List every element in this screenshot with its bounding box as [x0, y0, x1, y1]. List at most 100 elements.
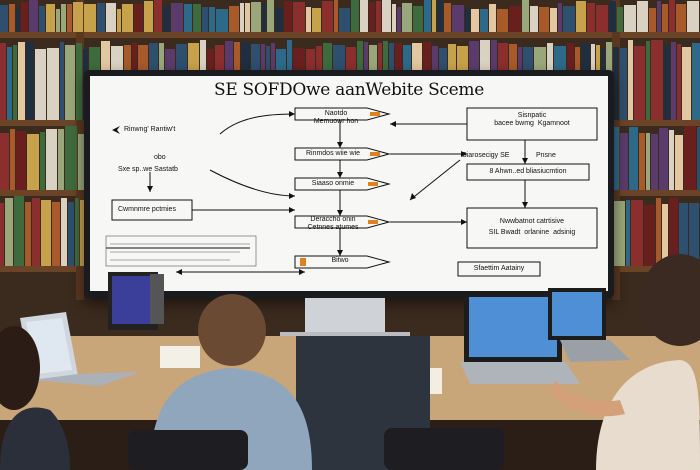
- book-spine: [659, 128, 668, 190]
- book-spine: [651, 40, 663, 120]
- book-spine: [67, 4, 72, 32]
- book-spine: [26, 42, 34, 120]
- book-spine: [0, 43, 6, 120]
- book-spine: [18, 42, 25, 120]
- book-spine: [424, 0, 431, 32]
- book-spine: [382, 0, 391, 32]
- book-spine: [620, 133, 628, 190]
- book-spine: [275, 8, 283, 32]
- book-spine: [47, 48, 59, 120]
- right-box-1: Sisnpatic bacee bwmg Kgamnoot: [494, 112, 570, 127]
- book-spine: [692, 43, 700, 120]
- book-spine: [0, 203, 4, 266]
- book-spine: [25, 202, 31, 266]
- book-spine: [97, 3, 105, 32]
- book-spine: [306, 7, 311, 32]
- book-spine: [284, 1, 292, 32]
- book-spine: [16, 8, 20, 32]
- screen-title: SE SOFDOwe aanWebite Sceme: [213, 80, 484, 100]
- book-spine: [675, 135, 683, 190]
- book-spine: [122, 4, 133, 32]
- book-spine: [679, 203, 688, 266]
- book-spine: [245, 3, 250, 32]
- book-spine: [452, 5, 464, 32]
- book-spine: [432, 0, 436, 32]
- book-spine: [626, 200, 630, 266]
- flow-diagram: [105, 107, 598, 277]
- book-spine: [46, 4, 55, 32]
- book-spine: [662, 4, 668, 32]
- book-spine: [628, 40, 633, 120]
- node-3: Siaaso onmie: [311, 180, 355, 187]
- book-spine: [52, 202, 60, 266]
- book-spine: [10, 129, 15, 190]
- book-spine: [646, 41, 650, 120]
- book-spine: [497, 9, 508, 32]
- book-spine: [68, 202, 74, 266]
- book-spine: [620, 48, 627, 120]
- book-spine: [65, 45, 75, 120]
- book-spine: [193, 4, 201, 32]
- book-spine: [634, 46, 645, 120]
- book-spine: [687, 1, 699, 32]
- book-spine: [576, 1, 586, 32]
- book-spine: [251, 2, 261, 32]
- book-spine: [509, 6, 521, 32]
- book-spine: [106, 3, 116, 32]
- book-spine: [471, 9, 479, 32]
- book-spine: [154, 0, 162, 32]
- book-spine: [437, 0, 443, 32]
- right-box-2: 8 Ahwn..ed bliasiucmtion: [489, 168, 567, 175]
- book-spine: [32, 198, 40, 266]
- node-5: Bitwo: [331, 257, 349, 264]
- book-spine: [75, 198, 79, 266]
- book-spine: [587, 3, 595, 32]
- book-spine: [61, 4, 66, 32]
- book-spine: [697, 127, 700, 190]
- label-left-1: Rinwng' Rantiw't: [124, 126, 176, 133]
- book-spine: [651, 134, 658, 190]
- book-spine: [163, 6, 170, 32]
- book-spine: [267, 0, 274, 32]
- book-spine: [639, 133, 645, 190]
- book-spine: [61, 198, 67, 266]
- book-spine: [9, 4, 15, 32]
- book-spine: [649, 8, 656, 32]
- book-spine: [58, 129, 64, 190]
- monitor-screen: SE SOFDOwe aanWebite Sceme: [90, 76, 608, 291]
- book-spine: [664, 45, 670, 120]
- book-spine: [73, 2, 83, 32]
- book-spine: [312, 8, 321, 32]
- book-spine: [322, 1, 333, 32]
- book-spine: [40, 132, 45, 190]
- book-spine: [465, 8, 470, 32]
- book-spine: [689, 203, 699, 266]
- book-spine: [60, 42, 64, 120]
- label-mid: Siarosecigy SE: [462, 152, 510, 159]
- book-spine: [539, 7, 549, 32]
- book-spine: [46, 129, 57, 190]
- book-spine: [117, 9, 121, 32]
- book-spine: [609, 127, 619, 190]
- book-spine: [29, 0, 38, 32]
- book-spine: [669, 198, 678, 266]
- book-spine: [339, 8, 350, 32]
- book-spine: [134, 4, 143, 32]
- book-spine: [351, 0, 359, 32]
- book-spine: [613, 47, 619, 120]
- book-spine: [39, 6, 45, 32]
- book-spine: [550, 8, 557, 32]
- book-spine: [376, 1, 381, 32]
- book-spine: [262, 3, 266, 32]
- node-2: Rinmdos wiie wie: [305, 150, 361, 157]
- book-spine: [397, 7, 401, 32]
- book-spine: [637, 1, 648, 32]
- book-spine: [671, 42, 676, 120]
- book-spine: [617, 7, 623, 32]
- book-spine: [480, 9, 488, 32]
- book-spine: [78, 134, 84, 190]
- book-spine: [609, 1, 616, 32]
- book-spine: [558, 3, 562, 32]
